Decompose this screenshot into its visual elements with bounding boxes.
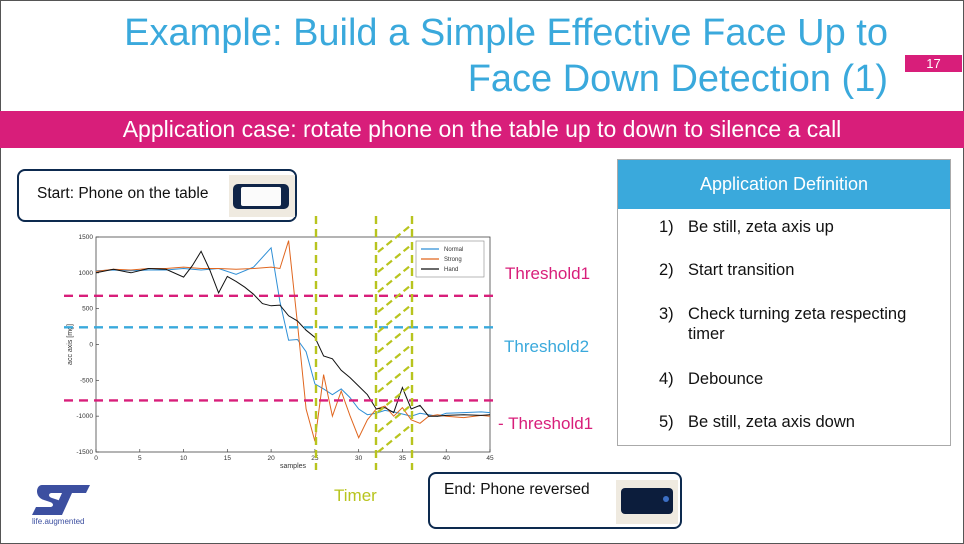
st-logo: life.augmented [28, 483, 98, 533]
timer-hatch [377, 365, 411, 393]
application-banner: Application case: rotate phone on the ta… [0, 111, 964, 148]
timer-hatch [377, 245, 411, 273]
st-logo-icon [32, 485, 90, 515]
definition-item-number: 2) [659, 261, 674, 279]
x-tick-label: 0 [94, 455, 98, 462]
timer-hatch [377, 285, 411, 313]
y-tick-label: -1000 [76, 413, 93, 420]
y-tick-label: 1500 [79, 234, 94, 241]
end-callout-label: End: Phone reversed [444, 481, 590, 498]
definition-item-number: 3) [659, 305, 674, 323]
y-tick-label: 0 [89, 342, 93, 349]
neg-threshold1-label: - Threshold1 [498, 414, 594, 433]
phone-face-down-icon [616, 480, 678, 524]
timer-hatch [377, 325, 411, 353]
series-line-strong [95, 240, 491, 442]
timer-hatch [377, 385, 411, 413]
x-tick-label: 10 [180, 455, 188, 462]
definition-item-number: 5) [659, 413, 674, 431]
x-tick-label: 25 [311, 455, 319, 462]
definition-item-text: Check turning zeta respecting timer [688, 305, 907, 343]
end-callout: End: Phone reversed [428, 472, 682, 529]
start-callout-label: Start: Phone on the table [37, 185, 209, 202]
series-line-normal [95, 246, 491, 417]
legend-label-hand: Hand [444, 267, 458, 273]
definition-header: Application Definition [618, 160, 950, 209]
legend-label-normal: Normal [444, 247, 463, 253]
threshold1-label: Threshold1 [505, 264, 591, 283]
slide-title: Example: Build a Simple Effective Face U… [28, 10, 888, 102]
x-tick-label: 15 [224, 455, 232, 462]
timer-label: Timer [334, 486, 377, 505]
timer-hatch [377, 265, 411, 293]
title-line-2: Face Down Detection (1) [467, 58, 888, 100]
series-line-hand [95, 250, 491, 417]
start-callout: Start: Phone on the table [17, 169, 297, 222]
x-tick-label: 40 [443, 455, 451, 462]
definition-item-text: Start transition [688, 261, 795, 279]
y-tick-label: -1500 [76, 449, 93, 456]
x-tick-label: 5 [138, 455, 142, 462]
y-tick-label: 500 [82, 306, 93, 313]
definition-item-text: Debounce [688, 370, 764, 388]
definition-item-text: Be still, zeta axis down [688, 413, 855, 431]
definition-item-number: 4) [659, 370, 674, 388]
page-number: 17 [905, 55, 962, 72]
logo-tagline: life.augmented [32, 517, 85, 526]
legend-label-strong: Strong [444, 257, 462, 263]
phone-face-up-icon [229, 175, 295, 217]
timer-hatch [377, 405, 411, 433]
y-tick-label: -500 [80, 377, 93, 384]
x-tick-label: 35 [399, 455, 407, 462]
y-tick-label: 1000 [79, 270, 94, 277]
threshold2-label: Threshold2 [504, 337, 590, 356]
timer-hatch [377, 425, 411, 453]
x-tick-label: 45 [486, 455, 494, 462]
x-tick-label: 30 [355, 455, 363, 462]
definition-item-text: Be still, zeta axis up [688, 218, 834, 236]
timer-hatch [377, 225, 411, 253]
application-definition-panel: Application Definition 1) Be still, zeta… [617, 159, 951, 446]
timer-hatch [377, 345, 411, 373]
x-tick-label: 20 [267, 455, 275, 462]
x-axis-label: samples [280, 463, 307, 470]
title-line-1: Example: Build a Simple Effective Face U… [124, 12, 888, 54]
timer-hatch [377, 305, 411, 333]
definition-item-number: 1) [659, 218, 674, 236]
y-axis-label: acc axis [mg] [67, 324, 74, 365]
